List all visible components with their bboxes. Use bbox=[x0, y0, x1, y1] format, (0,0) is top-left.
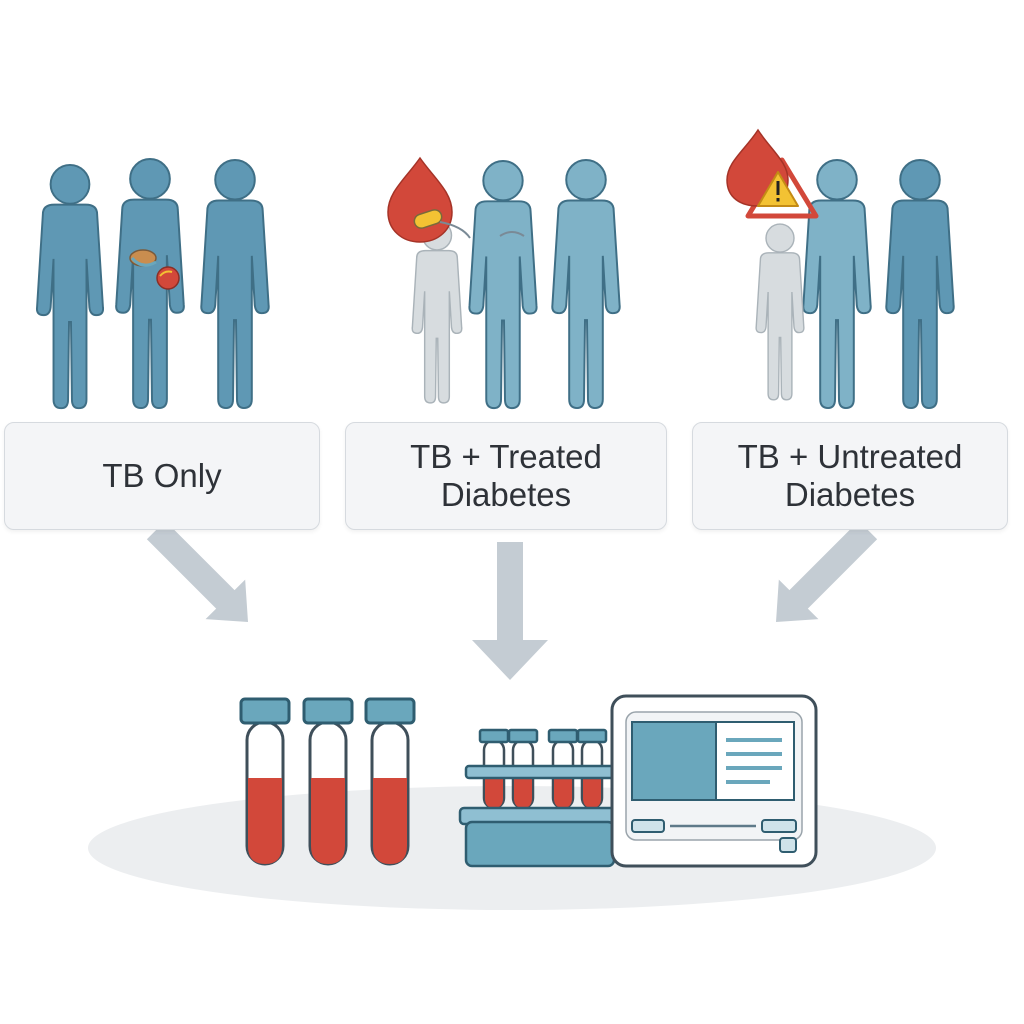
group-label-tb-treated-diabetes: TB + Treated Diabetes bbox=[345, 422, 667, 530]
test-tube-icon bbox=[364, 697, 416, 866]
person-icon bbox=[755, 223, 805, 401]
tube-rack-icon bbox=[458, 728, 622, 868]
group-label-tb-only: TB Only bbox=[4, 422, 320, 530]
analyzer-machine-icon bbox=[610, 694, 818, 868]
warning-icon bbox=[757, 171, 799, 207]
group-tb-treated-people bbox=[387, 156, 621, 410]
person-icon bbox=[411, 220, 463, 404]
blood-drop-icon bbox=[387, 156, 453, 243]
person-icon bbox=[35, 163, 105, 410]
group-tb-untreated-people bbox=[726, 128, 955, 410]
test-tube-icon bbox=[302, 697, 354, 866]
person-icon bbox=[551, 158, 621, 410]
person-icon bbox=[802, 158, 872, 410]
organ-icon bbox=[129, 249, 180, 290]
arrow-icon bbox=[776, 520, 878, 622]
group-tb-only-people bbox=[35, 157, 270, 410]
group-label-text: TB Only bbox=[102, 457, 222, 494]
pill-icon bbox=[413, 209, 525, 239]
person-icon bbox=[885, 158, 955, 410]
group-label-text: TB + Treated Diabetes bbox=[410, 438, 602, 513]
group-label-tb-untreated-diabetes: TB + Untreated Diabetes bbox=[692, 422, 1008, 530]
group-label-text: TB + Untreated Diabetes bbox=[737, 438, 963, 513]
arrow-icon bbox=[472, 542, 548, 680]
person-icon bbox=[468, 159, 538, 410]
person-icon bbox=[200, 158, 270, 410]
test-tube-icon bbox=[239, 697, 291, 866]
arrow-icon bbox=[146, 520, 248, 622]
